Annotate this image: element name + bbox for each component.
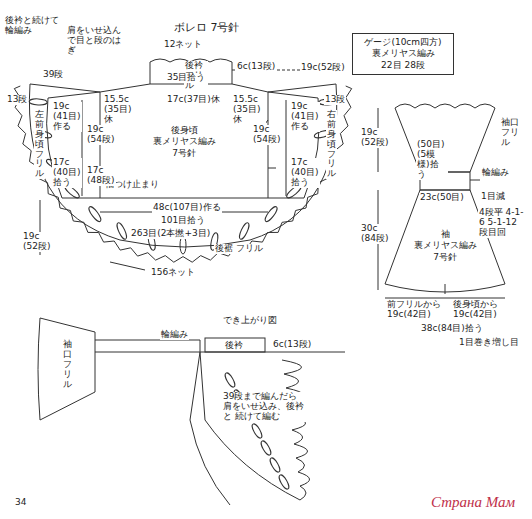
part-name: 袖口フリル [62,340,73,389]
part-name: 右前身頃 フリル [326,110,337,179]
petal [268,457,281,474]
dimension: 263目(2本撚+3目) [130,229,211,239]
dimension: 156ネット [150,268,196,278]
petal [250,423,263,440]
back-collar [205,338,265,352]
dimension: 48c(107目)作る [152,203,222,213]
dimension: 17c(37目)休 [166,95,221,105]
petal [259,440,272,457]
dimension: 19c (41目)作る [290,102,320,132]
page-number: 34 [14,498,27,508]
petal [263,205,279,223]
back-body-label: 後身頃裏メリヤス編み7号針 [149,122,220,162]
diagram-title: ボレロ 7号針 [172,20,242,35]
front-edge [190,352,230,505]
dimension: 後身頃から 19c(42目) [452,300,506,320]
finished-neck [95,340,200,352]
front-frill-top [30,84,100,92]
front-frill-top [268,84,336,92]
dimension: 39段 [42,70,64,80]
petal [238,222,251,241]
dimension: (50目)(5模様)拾う [416,140,448,180]
part-name: 袖口 フリル [500,118,528,148]
dimension: 19c (54段) [252,125,282,145]
dimension: 15.5c (35目)休 [103,95,137,125]
dimension: 前フリルから 19c(42目) [386,300,442,320]
center-mark [445,284,446,294]
leader-line [110,262,145,270]
dimension: 12ネット [163,40,203,50]
dimension: 13段 [6,95,28,105]
node-text: 22目 28段 [358,60,448,71]
leader-line [470,180,480,181]
dimension: 19c (41目)作る [52,102,82,132]
cuff-frill [38,318,95,420]
caption-title: でき上がり図 [222,316,278,326]
dimension: 19c (54段) [86,125,116,145]
sleeve-stop [268,168,276,169]
petal [29,98,47,105]
note: 1目減 [480,192,506,202]
back-body-outline [100,84,268,198]
frill-inner [29,84,336,247]
dimension: 23c(50目) [419,193,465,203]
dimension: 17c (48段) [86,166,116,186]
dimension: 101目拾う [160,216,206,226]
node-text: 袖 [412,229,479,240]
petal [115,222,128,241]
note: 4段平 4-1-6 5-1-12 段目回 [478,208,528,238]
note: 輪編み [160,330,189,340]
note: 肩をいせ込んで目と段のはぎ [66,26,128,56]
watermark: Страна Мам [430,494,516,511]
note: 39段まで編んだら 肩をいせ込み、後衿と 続けて編む [222,392,306,422]
frill-petals [29,98,337,254]
node-text: 7号針 [412,252,479,263]
frill-scallop [14,86,351,262]
dimension: 6c(13段) [236,62,276,72]
sleeve-label: 袖裏メリヤス編み7号針 [410,226,481,266]
dimension: 35目拾う [166,73,206,83]
petal [277,474,290,491]
dimension: 17c (40目)拾う [290,158,320,188]
node-text: 7号針 [151,148,218,159]
dimension-line [385,298,505,299]
part-name: 左前身頃 フリル [34,110,45,179]
dimension-line [286,100,287,196]
petal [87,205,103,223]
node-text: 後身頃 [151,125,218,136]
frill-petals [223,372,290,491]
sleeve-outline [385,190,505,292]
part-name: 後衿 [224,341,244,351]
petal [223,372,236,389]
right-front [268,92,319,198]
dimension: 15.5c (35目)休 [232,95,266,125]
dimension: 13段 [324,95,346,105]
node-text: 裏メリヤス編み [358,48,448,59]
dimension: 17c (40目)拾う [52,158,82,188]
note: 後衿と続けて輪編み [4,16,64,36]
node-text: 裏メリヤス編み [151,136,218,147]
dimension: 19c(52段) [300,63,346,73]
dimension: 6c(13段) [272,340,312,350]
note: 1目巻き増し目 [458,338,520,348]
dimension: 30c (84段) [360,224,390,244]
dimension: 38c(84目)拾う [420,324,484,334]
node-text: ゲージ(10cm四方) [358,37,448,48]
dimension: 19c (52段) [22,232,54,252]
part-name: 後裾 フリル [214,244,264,254]
dimension: 19c (52段) [360,128,390,148]
gauge-box: ゲージ(10cm四方)裏メリヤス編み22目 28段 [352,33,454,75]
note: 輪編み [481,168,510,178]
node-text: 裏メリヤス編み [412,240,479,251]
